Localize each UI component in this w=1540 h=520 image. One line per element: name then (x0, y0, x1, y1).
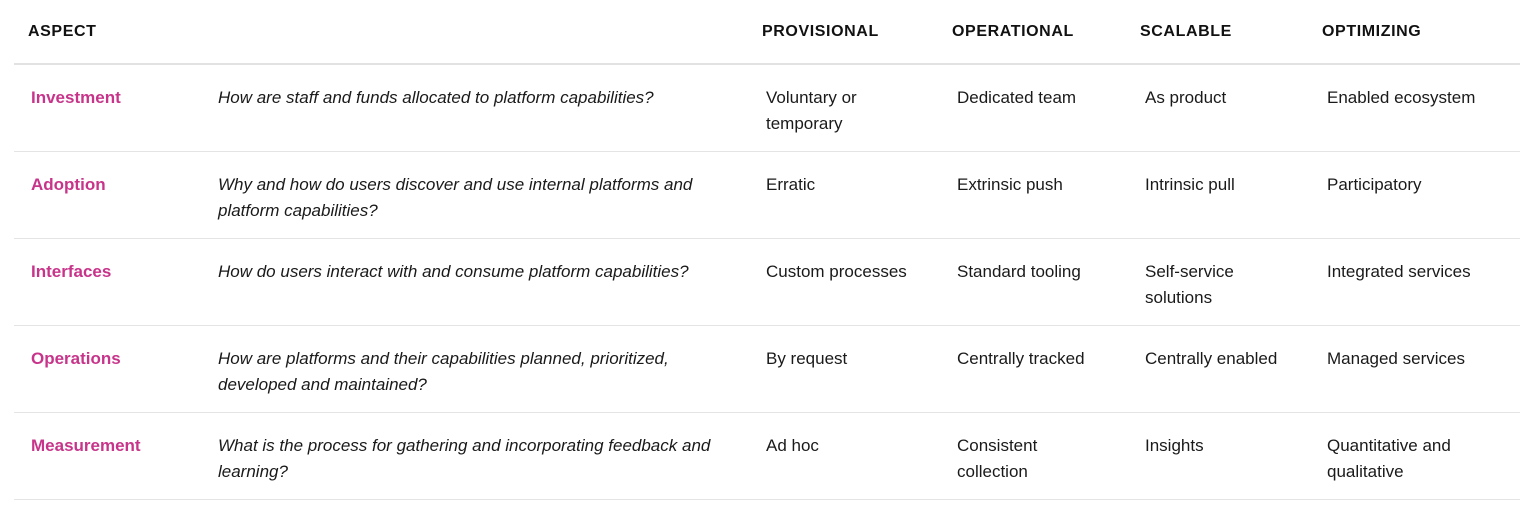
header-question (204, 0, 738, 65)
operational-cell: Consistent collection (938, 412, 1126, 500)
table-row: Measurement What is the process for gath… (14, 412, 1520, 500)
question-cell: How do users interact with and consume p… (204, 238, 738, 326)
table-row: Operations How are platforms and their c… (14, 325, 1520, 413)
scalable-cell: Insights (1126, 412, 1303, 500)
header-optimizing: OPTIMIZING (1303, 0, 1520, 65)
question-cell: How are staff and funds allocated to pla… (204, 64, 738, 152)
aspect-cell: Operations (14, 325, 204, 413)
table-body: Investment How are staff and funds alloc… (14, 64, 1520, 500)
optimizing-cell: Managed services (1303, 325, 1520, 413)
question-cell: How are platforms and their capabilities… (204, 325, 738, 413)
aspect-cell: Interfaces (14, 238, 204, 326)
scalable-cell: As product (1126, 64, 1303, 152)
maturity-model-table-container: ASPECT PROVISIONAL OPERATIONAL SCALABLE … (14, 0, 1520, 500)
header-provisional: PROVISIONAL (738, 0, 938, 65)
operational-cell: Standard tooling (938, 238, 1126, 326)
operational-cell: Centrally tracked (938, 325, 1126, 413)
header-row: ASPECT PROVISIONAL OPERATIONAL SCALABLE … (14, 0, 1520, 65)
optimizing-cell: Participatory (1303, 151, 1520, 239)
question-cell: Why and how do users discover and use in… (204, 151, 738, 239)
aspect-cell: Measurement (14, 412, 204, 500)
provisional-cell: Ad hoc (738, 412, 938, 500)
header-aspect: ASPECT (14, 0, 204, 65)
provisional-cell: Custom processes (738, 238, 938, 326)
aspect-cell: Investment (14, 64, 204, 152)
scalable-cell: Centrally enabled (1126, 325, 1303, 413)
scalable-cell: Intrinsic pull (1126, 151, 1303, 239)
table-row: Interfaces How do users interact with an… (14, 238, 1520, 326)
operational-cell: Extrinsic push (938, 151, 1126, 239)
question-cell: What is the process for gathering and in… (204, 412, 738, 500)
optimizing-cell: Integrated services (1303, 238, 1520, 326)
provisional-cell: Erratic (738, 151, 938, 239)
provisional-cell: By request (738, 325, 938, 413)
table-row: Investment How are staff and funds alloc… (14, 64, 1520, 152)
table-header: ASPECT PROVISIONAL OPERATIONAL SCALABLE … (14, 0, 1520, 65)
header-scalable: SCALABLE (1126, 0, 1303, 65)
operational-cell: Dedicated team (938, 64, 1126, 152)
scalable-cell: Self-service solutions (1126, 238, 1303, 326)
provisional-cell: Voluntary or temporary (738, 64, 938, 152)
header-operational: OPERATIONAL (938, 0, 1126, 65)
optimizing-cell: Enabled ecosystem (1303, 64, 1520, 152)
maturity-model-table: ASPECT PROVISIONAL OPERATIONAL SCALABLE … (14, 0, 1520, 500)
table-row: Adoption Why and how do users discover a… (14, 151, 1520, 239)
aspect-cell: Adoption (14, 151, 204, 239)
optimizing-cell: Quantitative and qualitative (1303, 412, 1520, 500)
